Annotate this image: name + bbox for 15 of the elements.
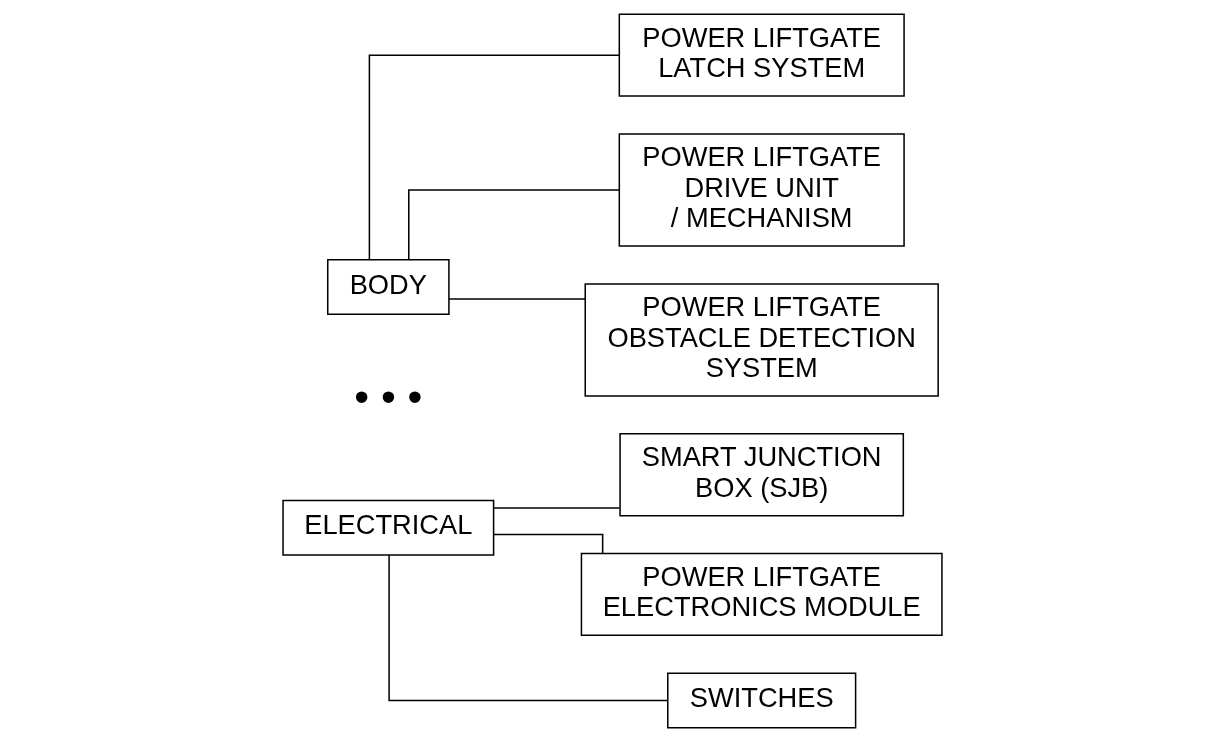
connector bbox=[408, 189, 620, 261]
node-box: SMART JUNCTION BOX (SJB) bbox=[619, 433, 905, 517]
connector bbox=[492, 533, 604, 555]
node-box: SWITCHES bbox=[667, 672, 857, 729]
connector bbox=[448, 298, 586, 300]
connector bbox=[368, 54, 620, 261]
node-box: ELECTRICAL bbox=[282, 499, 495, 556]
connector bbox=[388, 554, 669, 702]
node-box: POWER LIFTGATE LATCH SYSTEM bbox=[618, 13, 905, 97]
node-box: POWER LIFTGATE ELECTRONICS MODULE bbox=[580, 552, 943, 637]
label: • • • bbox=[354, 372, 423, 420]
connector bbox=[493, 507, 621, 509]
node-box: POWER LIFTGATE OBSTACLE DETECTION SYSTEM bbox=[584, 283, 939, 397]
node-box: BODY bbox=[327, 258, 450, 315]
node-box: POWER LIFTGATE DRIVE UNIT / MECHANISM bbox=[618, 133, 905, 247]
